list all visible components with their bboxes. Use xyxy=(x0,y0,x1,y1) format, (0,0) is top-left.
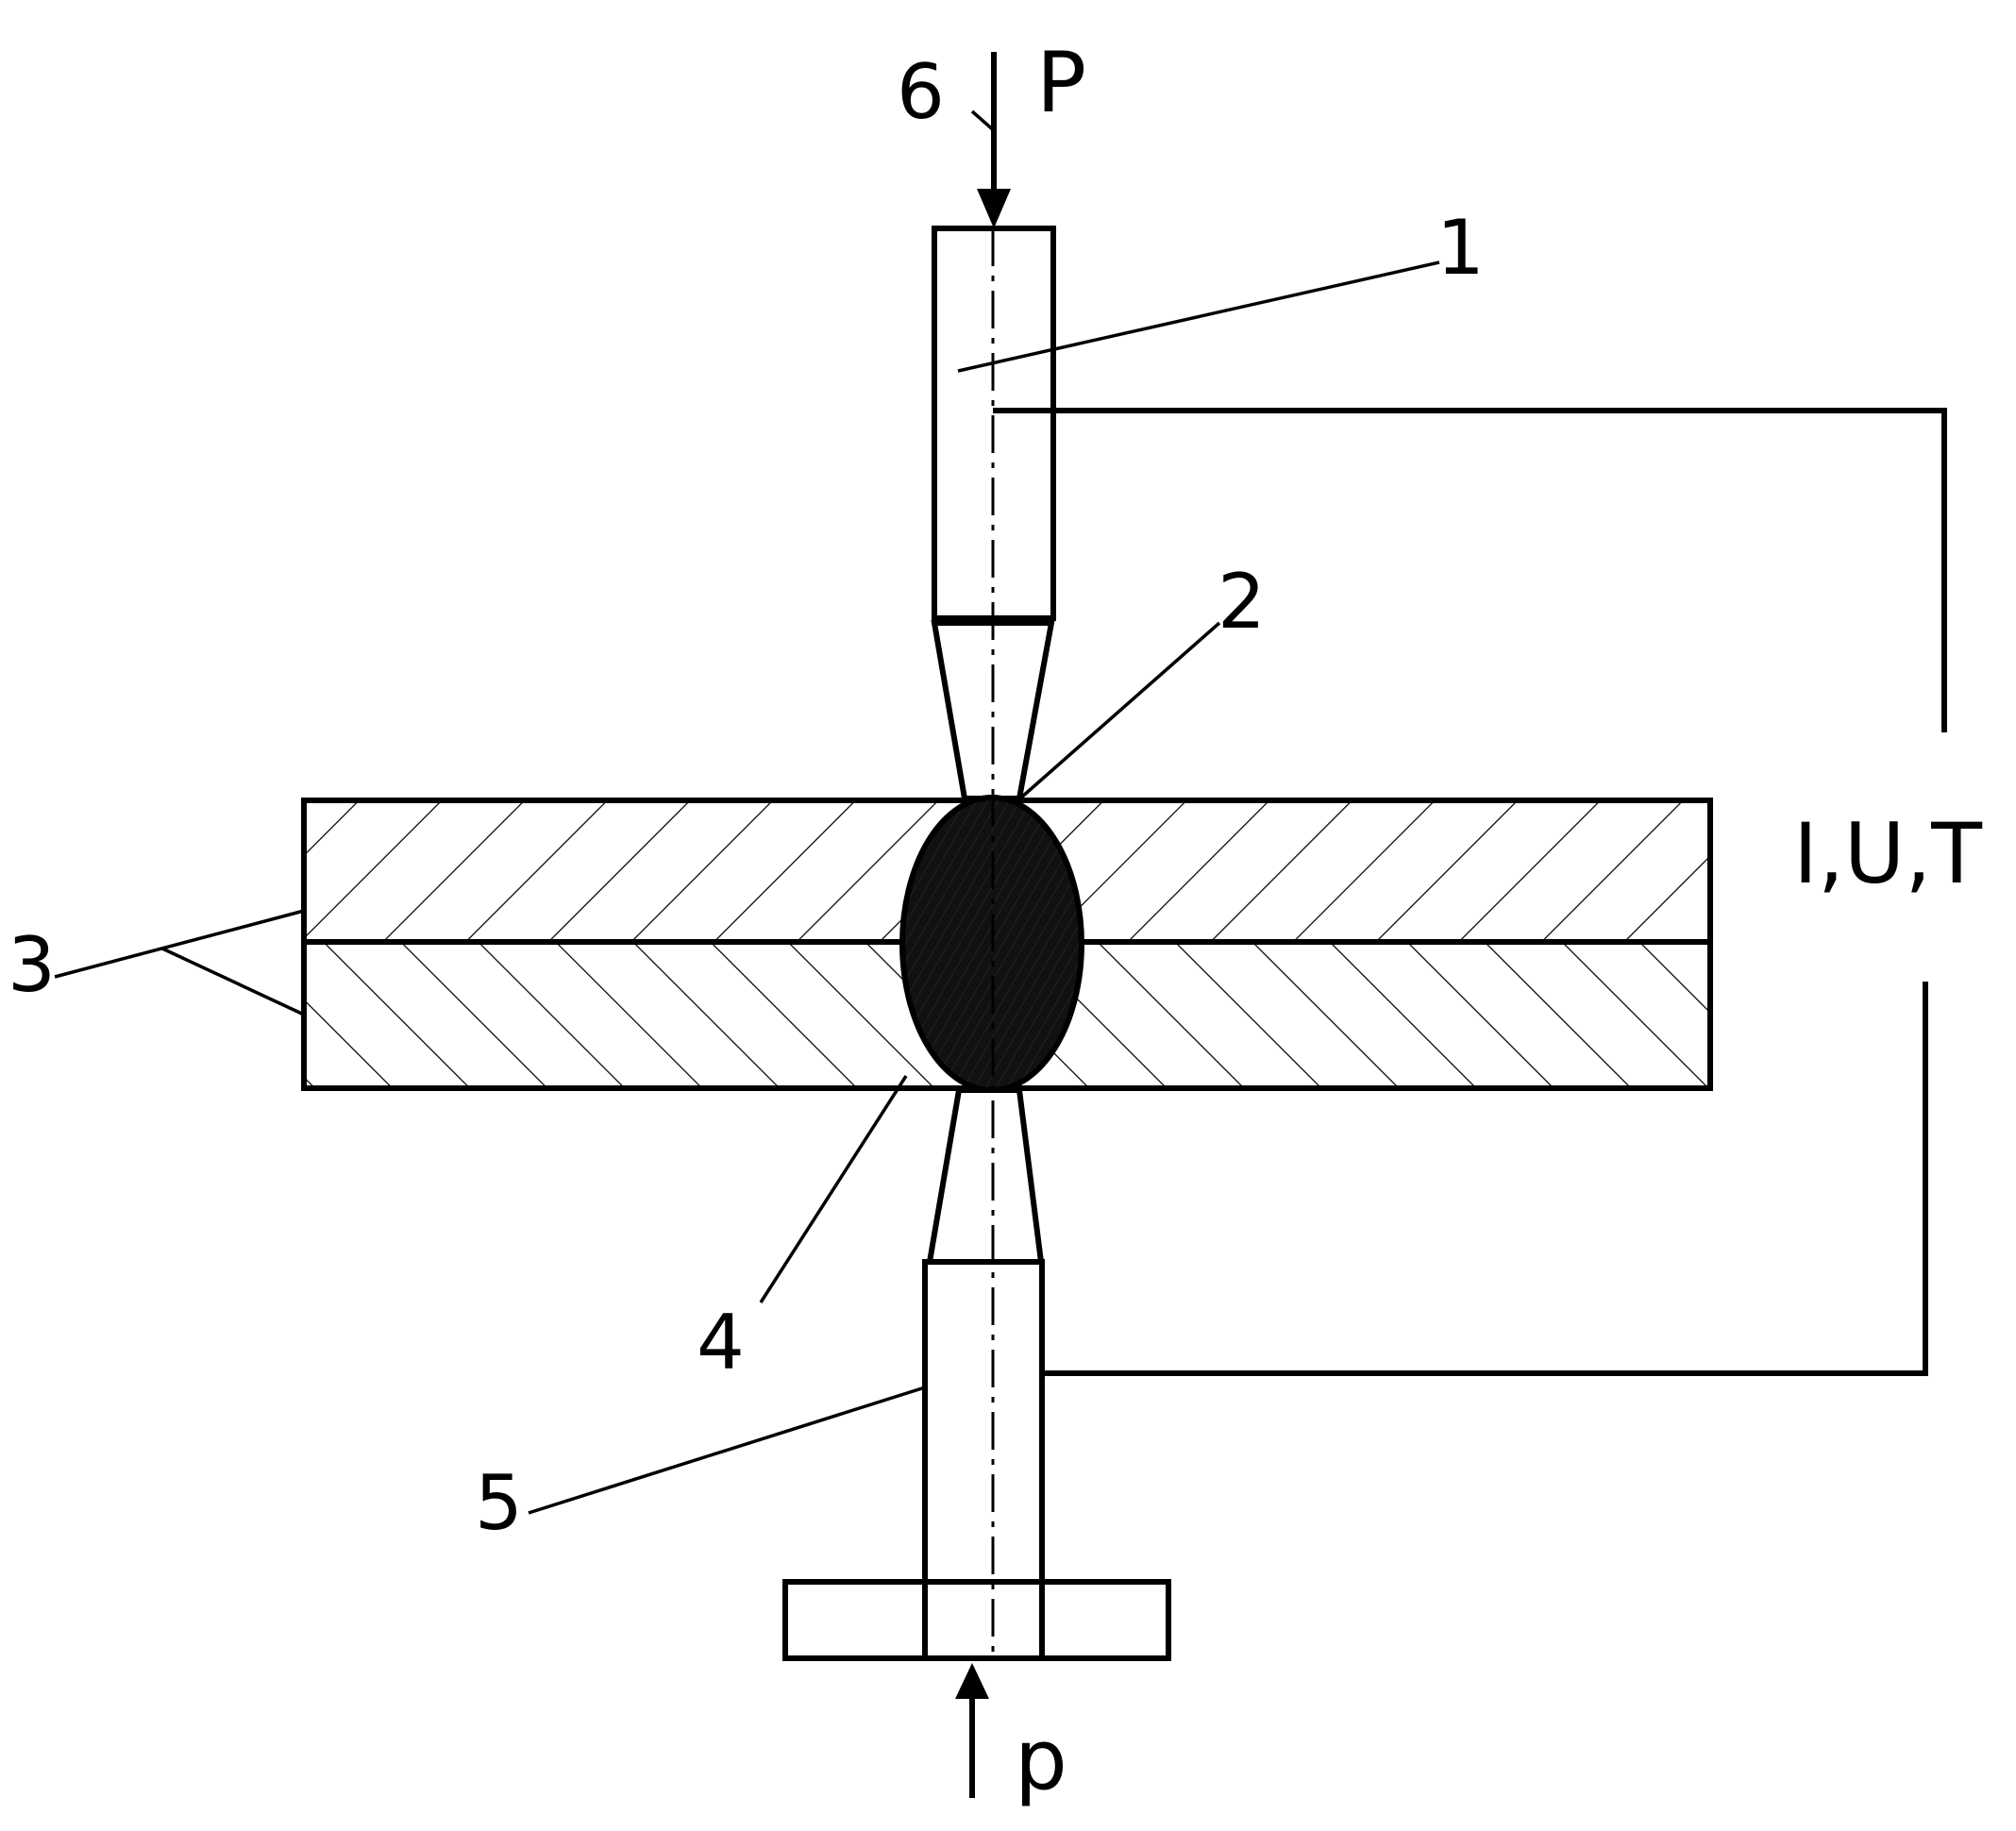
force-arrow-bottom xyxy=(955,1663,989,1798)
leader-4 xyxy=(759,1075,908,1303)
circuit-wire-upper xyxy=(993,408,1947,732)
leader-3a xyxy=(54,909,305,979)
leader-2 xyxy=(1019,621,1221,799)
label-4: 4 xyxy=(697,1299,745,1386)
label-5: 5 xyxy=(475,1459,523,1547)
labels: 1 2 3 4 5 6 P p I,U,T xyxy=(8,34,1983,1808)
label-1: 1 xyxy=(1436,204,1485,292)
label-2: 2 xyxy=(1218,558,1266,646)
lower-electrode-stem-over-flange xyxy=(925,1585,1042,1655)
force-arrow-top xyxy=(977,52,1011,228)
label-parameters: I,U,T xyxy=(1793,805,1983,902)
label-3: 3 xyxy=(8,921,56,1009)
label-6: 6 xyxy=(897,48,945,136)
leader-6 xyxy=(970,109,998,134)
leader-3b xyxy=(161,947,305,1016)
lower-electrode xyxy=(782,1087,1171,1661)
leader-5 xyxy=(528,1386,926,1515)
upper-electrode-tip xyxy=(931,620,1055,801)
leader-lines xyxy=(54,109,1440,1515)
current-circuit xyxy=(993,408,1947,1376)
circuit-wire-lower xyxy=(1042,982,1928,1376)
lower-electrode-tip xyxy=(926,1087,1045,1265)
label-force-top: P xyxy=(1036,34,1086,131)
leader-1 xyxy=(957,260,1440,373)
label-force-bottom: p xyxy=(1015,1711,1067,1808)
